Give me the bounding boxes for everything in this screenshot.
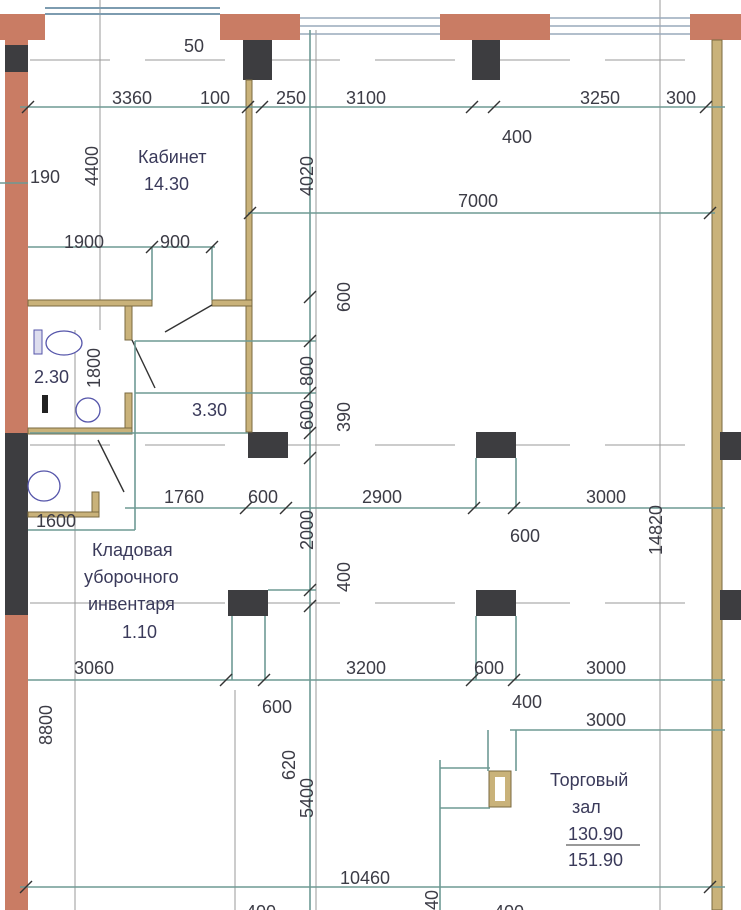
dim-label: 4020 (297, 156, 317, 196)
dim-label: 5400 (297, 778, 317, 818)
dim-label: 3060 (74, 658, 114, 678)
dim-label: 8800 (36, 705, 56, 745)
dim-label: 3250 (580, 88, 620, 108)
toilet-icon (27, 470, 61, 502)
interior-walls (27, 79, 253, 518)
dim-label: 600 (474, 658, 504, 678)
dim-label: 1800 (84, 348, 104, 388)
dim-label: 900 (160, 232, 190, 252)
dim-label: 600 (334, 282, 354, 312)
dim-label: 2900 (362, 487, 402, 507)
dim-label: 390 (334, 402, 354, 432)
dim-label: 400 (494, 902, 524, 910)
dimension-labels: 50 3360 100 250 3100 3250 300 400 190 70… (30, 36, 696, 910)
dim-label: 600 (510, 526, 540, 546)
room-area-wc1: 2.30 (34, 367, 69, 387)
total-area: 151.90 (568, 850, 623, 870)
room-name-sales-1: Торговый (550, 770, 628, 790)
dim-label: 3000 (586, 487, 626, 507)
dim-label: 400 (246, 902, 276, 910)
room-area-corridor: 3.30 (192, 400, 227, 420)
dim-label: 10460 (340, 868, 390, 888)
dimension-lines (0, 30, 725, 910)
dim-label: 1900 (64, 232, 104, 252)
columns (228, 40, 516, 808)
dim-label: 250 (276, 88, 306, 108)
dim-label: 3000 (586, 658, 626, 678)
exterior-walls (0, 14, 741, 910)
dim-label: 190 (30, 167, 60, 187)
room-name-sales-2: зал (572, 797, 601, 817)
dim-label: 2000 (297, 510, 317, 550)
dim-label: 400 (334, 562, 354, 592)
dim-label: 3200 (346, 658, 386, 678)
room-name-storage-2: уборочного (84, 567, 179, 587)
dim-label: 3000 (586, 710, 626, 730)
toilet-icon (33, 329, 83, 356)
room-labels: Кабинет 14.30 2.30 3.30 Кладовая уборочн… (34, 147, 640, 870)
room-area-cabinet: 14.30 (144, 174, 189, 194)
dim-label: 3100 (346, 88, 386, 108)
room-area-storage: 1.10 (122, 622, 157, 642)
dim-label: 1600 (36, 511, 76, 531)
room-name-storage-1: Кладовая (92, 540, 173, 560)
dim-label: 600 (297, 400, 317, 430)
windows (45, 7, 690, 35)
dim-label: 400 (512, 692, 542, 712)
dim-label: 50 (184, 36, 204, 56)
dim-label: 3360 (112, 88, 152, 108)
room-name-storage-3: инвентаря (88, 594, 175, 614)
room-area-sales: 130.90 (568, 824, 623, 844)
dim-label: 100 (200, 88, 230, 108)
room-name-cabinet: Кабинет (138, 147, 206, 167)
dim-label: 7000 (458, 191, 498, 211)
dim-label: 800 (297, 356, 317, 386)
dim-label: 4400 (82, 146, 102, 186)
sink-icon (42, 395, 101, 423)
dim-label: 620 (279, 750, 299, 780)
dim-label: 600 (248, 487, 278, 507)
dim-label: 14820 (646, 505, 666, 555)
dim-label: 40 (422, 890, 442, 910)
dim-label: 600 (262, 697, 292, 717)
dim-label: 1760 (164, 487, 204, 507)
dim-label: 400 (502, 127, 532, 147)
dim-label: 300 (666, 88, 696, 108)
